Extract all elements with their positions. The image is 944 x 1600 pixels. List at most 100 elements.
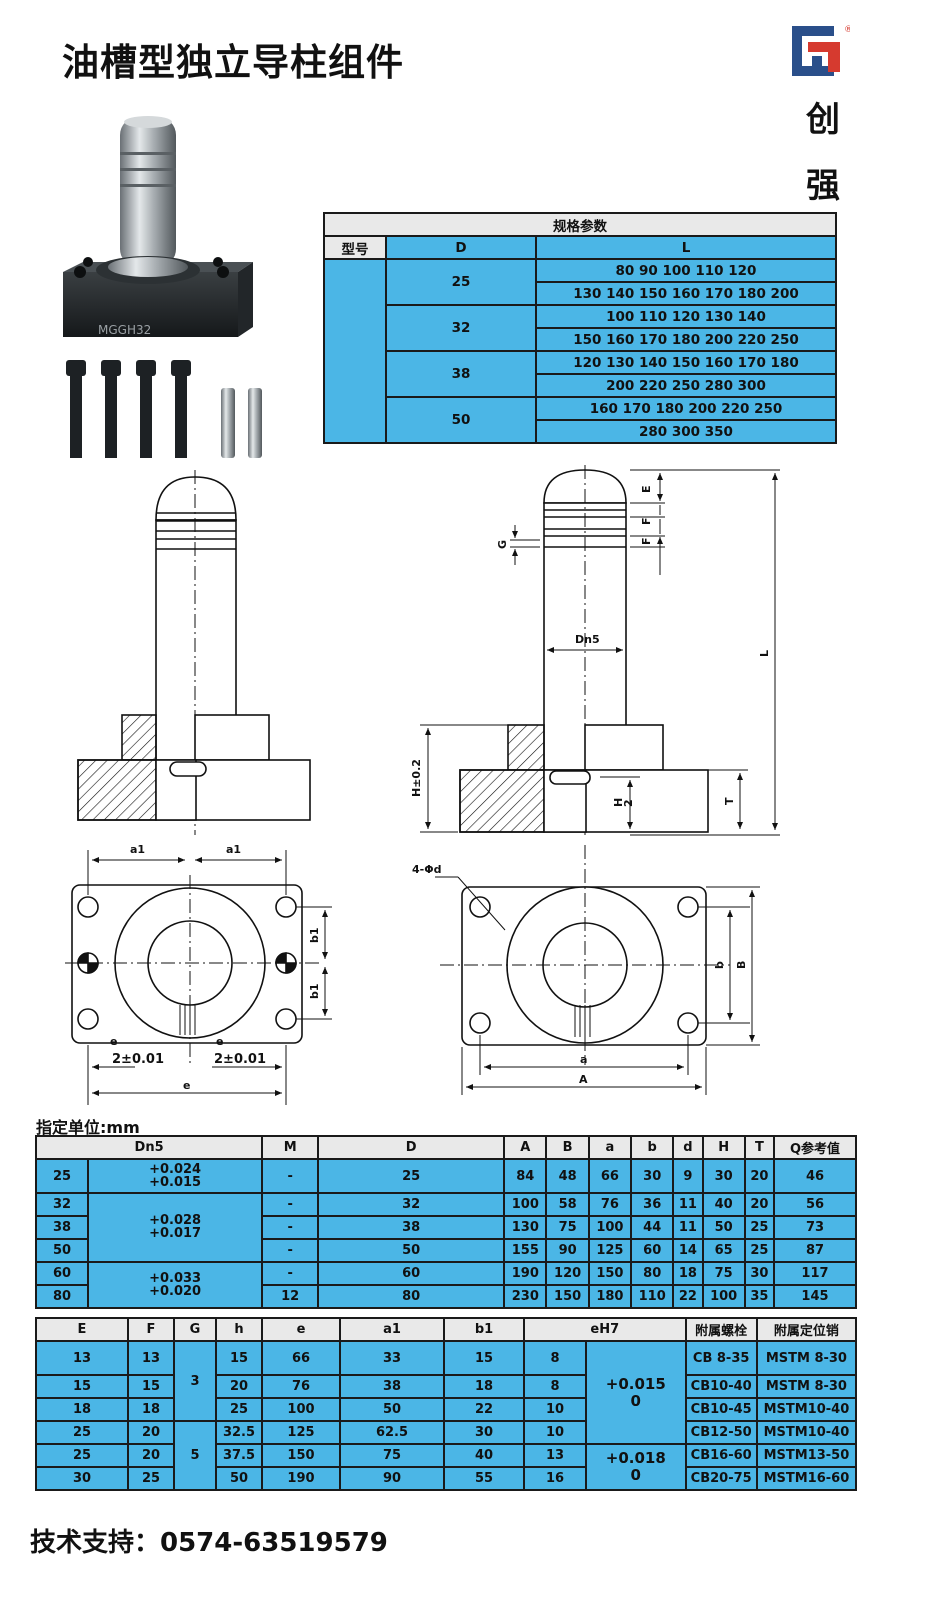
cell: 11 [672,1215,704,1240]
cell: 38 [339,1374,445,1399]
th-e: e [261,1317,341,1342]
cell: CB10-40 [684,1374,758,1399]
th-H: H [701,1135,746,1160]
cell: 13 [523,1443,587,1468]
tol-lower: 0 [630,1391,641,1410]
spec-d: 50 [385,396,537,444]
cell: 60 [317,1261,506,1286]
cell: - [261,1238,320,1263]
cell: 155 [503,1238,548,1263]
cell: 32 [35,1192,89,1217]
cell: 32.5 [215,1420,263,1445]
th-dd: d [672,1135,704,1160]
cell: MSTM10-40 [755,1397,858,1422]
cell: 90 [545,1238,590,1263]
cell: MSTM 8-30 [755,1340,858,1376]
cell: 55 [443,1466,525,1491]
spec-l: 280 300 350 [535,419,837,444]
label-a1-right: a1 [226,843,241,856]
cell: 9 [672,1158,704,1194]
tol-upper: +0.015 [605,1374,666,1393]
label-t: T [723,797,736,805]
cell: 60 [630,1238,675,1263]
cell: 180 [587,1284,633,1309]
cell: 20 [127,1420,175,1445]
spec-l: 100 110 120 130 140 [535,304,837,329]
cell: 13 [127,1340,175,1376]
label-f1: F [640,517,653,525]
th-a: a [587,1135,633,1160]
label-b1-top: b1 [308,927,321,943]
cell: 75 [545,1215,590,1240]
th-F: F [127,1317,175,1342]
cell: 110 [630,1284,675,1309]
cell: 32 [317,1192,506,1217]
cell: MSTM 8-30 [755,1374,858,1399]
cell: 100 [701,1284,746,1309]
cell: 25 [35,1443,129,1468]
cell: MSTM16-60 [755,1466,858,1491]
tech-support-phone: 技术支持：0574-63519579 [30,1528,388,1558]
brand-name-char-1: 创 [806,100,840,140]
cell: 40 [443,1443,525,1468]
cell: 12 [261,1284,320,1309]
cell: 13 [35,1340,129,1376]
cell: 87 [773,1238,857,1263]
cell: 150 [587,1261,633,1286]
label-tol-left: 2±0.01 [112,1052,164,1067]
tol-upper: +0.028 [149,1213,202,1228]
th-b1: b1 [443,1317,525,1342]
cell: 60 [35,1261,89,1286]
th-dn5: Dn5 [34,1135,264,1160]
cell: 15 [127,1374,175,1399]
cell: 11 [672,1192,704,1217]
label-b-small: b [713,961,726,969]
cell: 80 [317,1284,506,1309]
label-hole: 4-Φd [412,863,441,876]
th-q: Q参考值 [773,1135,857,1160]
label-e-small-right: e [216,1035,223,1048]
cell: - [261,1261,320,1286]
cell: 117 [773,1261,857,1286]
th-h: h [215,1317,263,1342]
spec-d: 32 [385,304,537,352]
cell: 100 [261,1397,341,1422]
cell: 15 [215,1340,263,1376]
spec-header-model: 型号 [323,235,387,260]
spec-model-cell [323,258,387,444]
cell: 38 [35,1215,89,1240]
dimension-table-2: E F G h e a1 b1 eH7 附属螺栓 附属定位销 13 13 3 1… [35,1317,858,1491]
cell: 80 [35,1284,89,1309]
cell: 18 [443,1374,525,1399]
cell: 125 [587,1238,633,1263]
tol-lower: +0.015 [149,1174,202,1190]
cell: 25 [743,1215,776,1240]
cell: 20 [127,1443,175,1468]
tol-upper: +0.033 [149,1270,202,1286]
cell: 15 [35,1374,129,1399]
cell-g: 3 [173,1340,217,1422]
cell: 80 [630,1261,675,1286]
cell: 30 [443,1420,525,1445]
cell: 125 [261,1420,341,1445]
label-b1-bottom: b1 [308,983,321,999]
spec-table: 规格参数 型号 D L 25 80 90 100 110 120 130 140… [323,212,837,444]
cell: 46 [773,1158,857,1194]
cell: 15 [443,1340,525,1376]
brand-name-char-2: 强 [806,166,840,206]
cell: 50 [215,1466,263,1491]
cell: - [261,1192,320,1217]
registered-mark: ® [844,25,850,35]
cell: 50 [35,1238,89,1263]
spec-header-l: L [535,235,837,260]
spec-l: 120 130 140 150 160 170 180 [535,350,837,375]
cell: 36 [630,1192,675,1217]
th-d: D [317,1135,506,1160]
label-dn5: Dn5 [575,633,600,646]
cell: 8 [523,1340,587,1376]
cell: 14 [672,1238,704,1263]
cell: 30 [630,1158,675,1194]
label-a1-left: a1 [130,843,145,856]
spec-header-d: D [385,235,537,260]
